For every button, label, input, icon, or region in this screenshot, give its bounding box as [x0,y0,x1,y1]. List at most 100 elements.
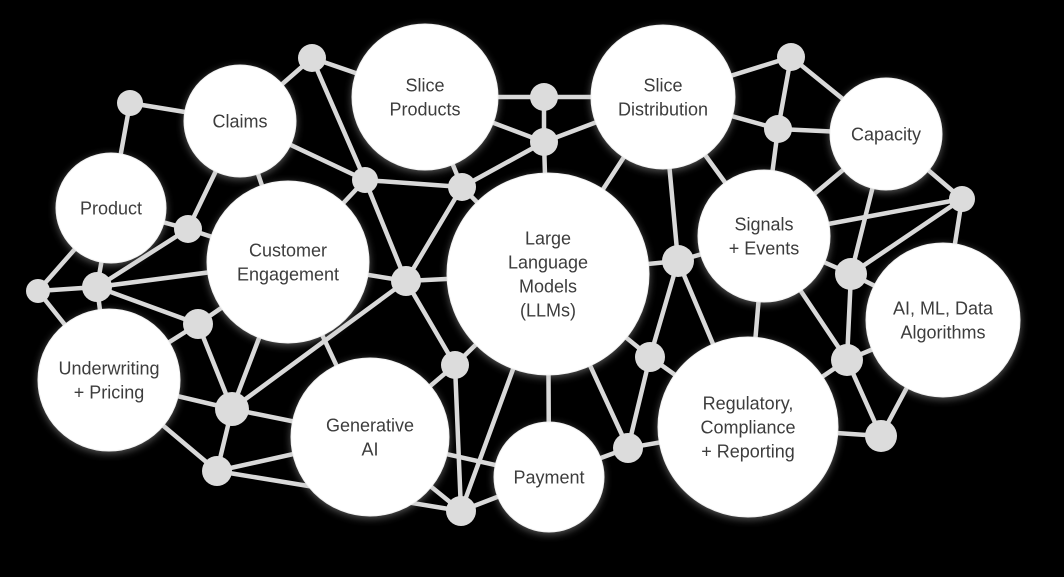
junction-dot [183,309,213,339]
node-circle-payment [493,421,605,533]
node-label-line: + Reporting [701,441,795,461]
node-label-line: Engagement [237,264,339,284]
junction-dot [764,115,792,143]
node-label-regulatory: Regulatory,Compliance+ Reporting [700,393,795,461]
node-circle-generative-ai [290,357,450,517]
node-label-line: Customer [249,240,327,260]
node-label-product: Product [80,198,142,218]
junction-dot [949,186,975,212]
node-label-signals-events: Signals + Events [729,214,800,258]
node-label-line: Product [80,198,142,218]
node-label-line: (LLMs) [520,300,576,320]
node-label-line: Models [519,276,577,296]
node-circle-slice-products [351,23,499,171]
node-circle-slice-distribution [590,24,736,170]
node-circle-regulatory [657,336,839,518]
connector-line [452,362,464,514]
connector-line [362,177,465,190]
junction-dot [530,128,558,156]
node-circle-signals-events [697,169,831,303]
dots-layer [26,43,975,526]
junction-dot [117,90,143,116]
junction-dot [613,433,643,463]
node-capacity: Capacity [829,77,943,191]
node-circle-claims [183,64,297,178]
node-product: Product [55,152,167,264]
node-underwriting-pricing: Underwriting + Pricing [37,308,181,452]
junction-dot [448,173,476,201]
junction-dot [777,43,805,71]
node-label-line: Language [508,252,588,272]
junction-dot [530,83,558,111]
junction-dot [298,44,326,72]
node-label-line: Capacity [851,124,921,144]
connector-line [848,196,965,277]
node-label-line: Algorithms [900,322,985,342]
connector-line [403,278,458,368]
node-label-line: Slice [405,75,444,95]
junction-dot [215,392,249,426]
node-label-line: Products [389,99,460,119]
node-label-capacity: Capacity [851,124,921,144]
junction-dot [446,496,476,526]
node-label-line: + Events [729,238,800,258]
junction-dot [831,344,863,376]
junction-dot [662,245,694,277]
node-label-line: Large [525,228,571,248]
node-label-line: Signals [734,214,793,234]
node-circle-ai-ml-data [865,242,1021,398]
node-label-line: Compliance [700,417,795,437]
node-label-line: Slice [643,75,682,95]
node-label-underwriting-pricing: Underwriting + Pricing [58,358,159,402]
connector-line [362,177,409,284]
junction-dot [202,456,232,486]
node-label-line: Payment [513,467,584,487]
node-claims: Claims [183,64,297,178]
connector-line [94,226,191,290]
connector-line [625,354,653,451]
node-label-line: Generative [326,415,414,435]
node-payment: Payment [493,421,605,533]
junction-dot [82,272,112,302]
node-label-line: AI, ML, Data [893,298,994,318]
node-label-payment: Payment [513,467,584,487]
node-label-line: AI [361,439,378,459]
node-circle-customer-engagement [206,180,370,344]
node-label-line: + Pricing [74,382,145,402]
node-regulatory: Regulatory,Compliance+ Reporting [657,336,839,518]
junction-dot [441,351,469,379]
node-circle-capacity [829,77,943,191]
node-label-line: Distribution [618,99,708,119]
node-circle-llm [446,172,650,376]
node-signals-events: Signals + Events [697,169,831,303]
connector-line [309,55,368,183]
node-label-line: Claims [212,111,267,131]
node-label-claims: Claims [212,111,267,131]
connector-line [94,284,201,327]
node-circle-product [55,152,167,264]
junction-dot [635,342,665,372]
connector-line [459,139,547,190]
junction-dot [391,266,421,296]
node-label-line: Underwriting [58,358,159,378]
connector-line [229,278,409,412]
junction-dot [174,215,202,243]
junction-dot [26,279,50,303]
connector-line [647,258,681,360]
connector-line [403,184,465,284]
